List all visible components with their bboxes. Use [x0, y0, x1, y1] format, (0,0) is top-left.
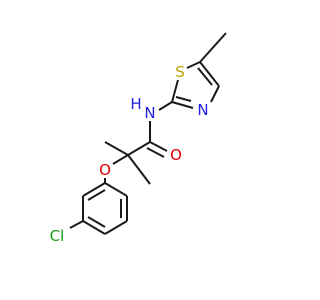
- atom-label-amide-nitrogen: N: [144, 104, 155, 122]
- bond-thiazole-c5-methyl: [199, 32, 227, 63]
- atom-label-chlorine: Cl: [50, 227, 65, 245]
- bond-thiazole-c5-s1: [186, 61, 201, 69]
- molecule-structure-diagram: Cl O O N H S N: [50, 32, 227, 245]
- bond-ring-c4-c5: [82, 220, 106, 235]
- bond-cquat-methyl-up: [104, 141, 129, 156]
- atom-label-thiazole-nitrogen: N: [197, 101, 208, 119]
- bond-ring-c4-c5-inner: [87, 216, 106, 228]
- bond-ring-c6-c1-inner: [87, 189, 106, 201]
- bond-thiazole-c4-c5-inner: [197, 67, 213, 86]
- bond-thiazole-c4-c5: [199, 61, 220, 87]
- bond-ring-c3-c4: [104, 220, 128, 235]
- bond-ether-oxygen-cquat: [112, 154, 129, 165]
- atom-label-layer: Cl O O N H S N: [50, 63, 209, 245]
- bond-carbonyl-double-b: [146, 147, 165, 158]
- bond-c5-chlorine: [69, 220, 84, 229]
- bond-amide-n-thiazole-c2: [158, 101, 173, 111]
- atom-label-carbonyl-oxygen: O: [170, 146, 182, 164]
- bond-cquat-carbonyl-c: [127, 141, 151, 156]
- bond-ring-c1-c2: [104, 182, 128, 197]
- bond-thiazole-c2-n3-inner: [175, 96, 192, 102]
- atom-label-amide-hydrogen: H: [130, 95, 141, 113]
- bond-carbonyl-double-a: [149, 141, 168, 152]
- bond-ring-c6-c1: [82, 182, 106, 197]
- bond-thiazole-n3-c4: [210, 85, 220, 103]
- atom-label-ether-oxygen: O: [99, 161, 111, 179]
- bond-cquat-methyl-down: [127, 154, 151, 185]
- bond-thiazole-c2-n3: [171, 101, 194, 109]
- bond-thiazole-c2-s1: [171, 79, 179, 103]
- bond-layer: [69, 32, 227, 235]
- atom-label-thiazole-sulfur: S: [175, 63, 185, 81]
